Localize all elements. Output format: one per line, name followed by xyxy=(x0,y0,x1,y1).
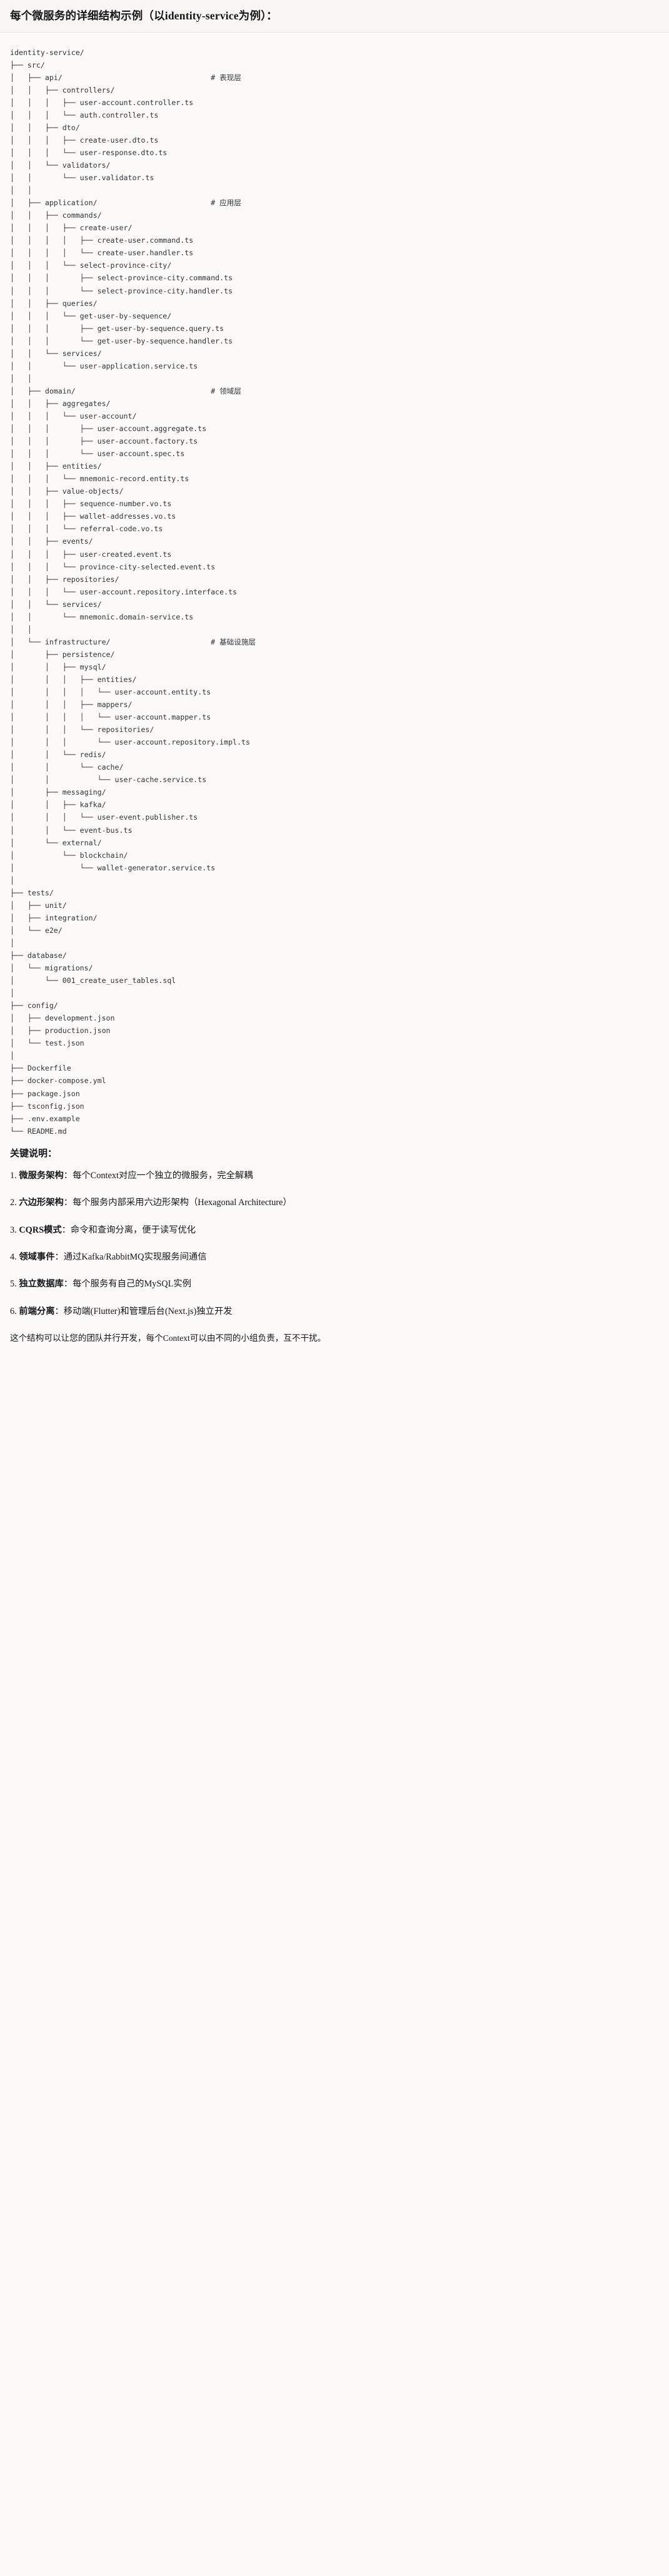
key-note-description: ：每个服务内部采用六边形架构（Hexagonal Architecture） xyxy=(63,1198,292,1208)
key-note-term: 前端分离 xyxy=(19,1306,55,1316)
key-note-item: 六边形架构：每个服务内部采用六边形架构（Hexagonal Architectu… xyxy=(10,1196,659,1209)
title-bar: 每个微服务的详细结构示例（以identity-service为例）： xyxy=(0,0,669,33)
key-note-term: 微服务架构 xyxy=(19,1170,64,1181)
key-notes-heading: 关键说明： xyxy=(10,1148,58,1159)
key-note-item: 前端分离：移动端(Flutter)和管理后台(Next.js)独立开发 xyxy=(10,1305,659,1318)
key-note-description: ：每个服务有自己的MySQL实例 xyxy=(63,1279,191,1290)
key-notes-list: 微服务架构：每个Context对应一个独立的微服务，完全解耦六边形架构：每个服务… xyxy=(10,1169,659,1319)
directory-tree: identity-service/ ├── src/ │ ├── api/ # … xyxy=(10,48,256,1136)
key-notes-section: 关键说明： 微服务架构：每个Context对应一个独立的微服务，完全解耦六边形架… xyxy=(0,1144,669,1357)
key-note-item: 领域事件：通过Kafka/RabbitMQ实现服务间通信 xyxy=(10,1251,659,1264)
key-note-description: ：每个Context对应一个独立的微服务，完全解耦 xyxy=(63,1170,253,1181)
key-note-term: CQRS模式 xyxy=(19,1224,62,1235)
closing-paragraph: 这个结构可以让您的团队并行开发，每个Context可以由不同的小组负责，互不干扰… xyxy=(10,1333,326,1343)
key-note-description: ：命令和查询分离，便于读写优化 xyxy=(61,1224,196,1235)
key-note-term: 六边形架构 xyxy=(19,1198,64,1208)
key-note-term: 领域事件 xyxy=(19,1252,55,1263)
key-note-description: ：移动端(Flutter)和管理后台(Next.js)独立开发 xyxy=(54,1306,233,1316)
key-note-item: CQRS模式：命令和查询分离，便于读写优化 xyxy=(10,1224,659,1237)
key-note-item: 独立数据库：每个服务有自己的MySQL实例 xyxy=(10,1278,659,1291)
key-note-description: ：通过Kafka/RabbitMQ实现服务间通信 xyxy=(54,1252,207,1263)
key-note-term: 独立数据库 xyxy=(19,1279,64,1290)
key-note-item: 微服务架构：每个Context对应一个独立的微服务，完全解耦 xyxy=(10,1169,659,1183)
directory-tree-section: identity-service/ ├── src/ │ ├── api/ # … xyxy=(0,33,669,1144)
page-title: 每个微服务的详细结构示例（以identity-service为例）： xyxy=(10,9,278,22)
